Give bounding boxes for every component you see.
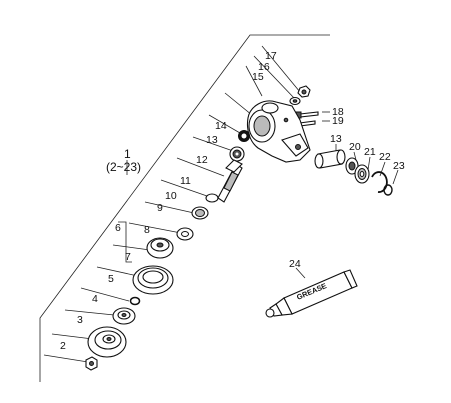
label-14: 14 — [215, 120, 227, 132]
part-16-washer — [289, 96, 301, 106]
label-5: 5 — [108, 273, 114, 285]
label-13-right: 13 — [330, 133, 342, 145]
part-24-grease-tube: GREASE — [265, 269, 358, 318]
part-18-bolt — [295, 111, 319, 119]
label-assembly: 1 — [124, 147, 131, 161]
part-9-washer — [176, 227, 194, 241]
label-13-left: 13 — [206, 134, 218, 146]
label-8: 8 — [144, 224, 150, 236]
part-8-holder — [146, 237, 174, 259]
label-18: 18 — [332, 106, 344, 118]
part-2-nut — [85, 356, 98, 371]
part-13-bearing-left — [229, 146, 245, 162]
label-3: 3 — [77, 314, 83, 326]
part-23-ring — [383, 184, 393, 196]
label-12: 12 — [196, 154, 208, 166]
label-10: 10 — [165, 190, 177, 202]
label-4: 4 — [92, 293, 98, 305]
label-21: 21 — [364, 146, 376, 158]
label-17: 17 — [265, 50, 277, 62]
label-16: 16 — [258, 61, 270, 73]
part-3-cover — [87, 326, 127, 358]
label-9: 9 — [157, 202, 163, 214]
part-7-cup — [132, 265, 174, 295]
part-4-washer — [112, 307, 136, 325]
label-7: 7 — [125, 251, 131, 263]
part-11-ring — [205, 193, 219, 203]
label-assembly-range: (2~23) — [106, 160, 141, 174]
label-2: 2 — [60, 340, 66, 352]
label-24: 24 — [289, 258, 301, 270]
part-10-bearing — [191, 206, 209, 220]
leader-lines — [43, 45, 399, 363]
part-14-bearing — [238, 130, 250, 142]
label-6: 6 — [115, 222, 121, 234]
part-21-bearing — [354, 164, 370, 184]
part-22-snap-ring — [371, 171, 388, 193]
label-20: 20 — [349, 141, 361, 153]
part-labels: 1 (2~23) 2 3 4 5 6 7 8 9 10 11 12 13 14 … — [60, 50, 405, 352]
label-15: 15 — [252, 71, 264, 83]
label-23: 23 — [393, 160, 405, 172]
bracket-line — [39, 34, 330, 382]
part-17-nut — [297, 85, 311, 98]
part-5-o-ring — [129, 296, 141, 306]
part-15-gear-case — [246, 100, 311, 163]
label-11: 11 — [180, 175, 191, 187]
label-22: 22 — [379, 151, 391, 163]
part-12-shaft — [217, 159, 243, 203]
label-19: 19 — [332, 115, 344, 127]
part-13-shaft-right — [314, 149, 346, 169]
